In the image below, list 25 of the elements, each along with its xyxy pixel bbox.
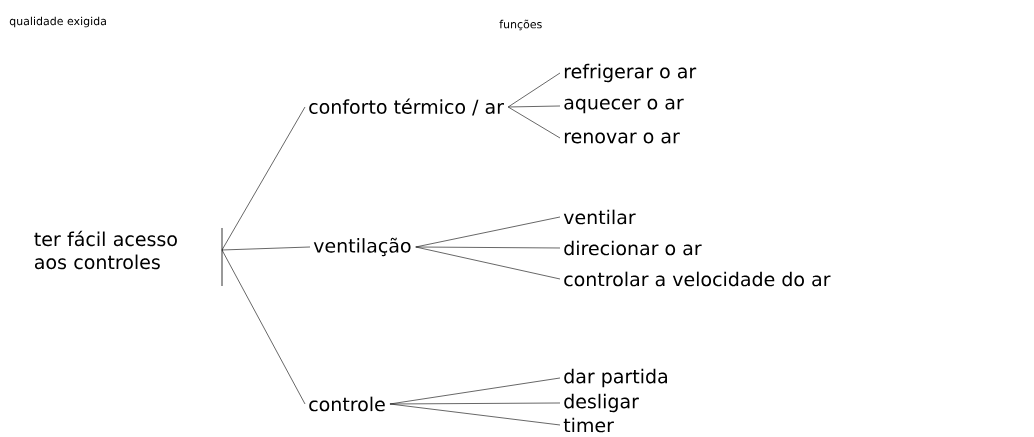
connector-line bbox=[389, 403, 561, 426]
connector-line bbox=[415, 246, 561, 280]
node-text: controle bbox=[309, 396, 385, 412]
node-text: timer bbox=[563, 417, 614, 433]
connector-line bbox=[221, 246, 311, 251]
node-text: conforto térmico / ar bbox=[309, 98, 504, 116]
node-text: direcionar o ar bbox=[564, 240, 702, 256]
node-text: ventilação bbox=[313, 237, 411, 257]
node-text: controlar a velocidade do ar bbox=[564, 271, 831, 287]
node-text: renovar o ar bbox=[564, 132, 680, 144]
node-text: ter fácil acesso aos controles bbox=[34, 230, 177, 270]
connector-line bbox=[507, 72, 561, 108]
node-text: aquecer o ar bbox=[564, 98, 684, 114]
node-text: dar partida bbox=[564, 368, 667, 388]
column-heading: funções bbox=[499, 19, 542, 31]
connector-line bbox=[507, 106, 561, 139]
connector-line bbox=[389, 402, 561, 405]
connector-line bbox=[415, 246, 561, 249]
connector-line bbox=[507, 105, 561, 108]
node-text: desligar bbox=[564, 393, 639, 413]
column-heading: qualidade exigida bbox=[9, 16, 106, 28]
node-text: ventilar bbox=[563, 209, 636, 225]
connector-line bbox=[221, 249, 306, 405]
connector-line bbox=[221, 106, 306, 251]
node-text: refrigerar o ar bbox=[564, 63, 697, 83]
